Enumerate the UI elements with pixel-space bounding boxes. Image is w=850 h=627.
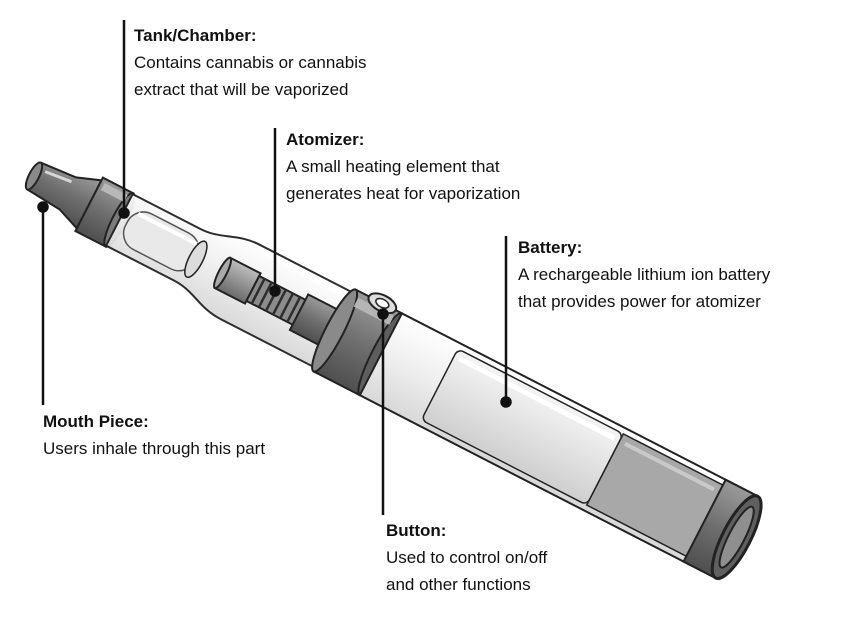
tank-chamber-title: Tank/Chamber: [134, 26, 257, 45]
button-part [367, 292, 398, 315]
battery-part [358, 312, 763, 581]
tank-chamber-callout: Tank/Chamber: Contains cannabis or canna… [134, 22, 366, 103]
battery-desc-line-2: that provides power for atomizer [518, 292, 761, 311]
atomizer-callout: Atomizer: A small heating element that g… [286, 126, 520, 207]
button-desc-line-2: and other functions [386, 575, 531, 594]
atomizer-title: Atomizer: [286, 130, 365, 149]
battery-callout: Battery: A rechargeable lithium ion batt… [518, 234, 770, 315]
mouthpiece-leader-line [37, 201, 49, 405]
mouth-piece-title: Mouth Piece: [43, 412, 149, 431]
mouth-piece-callout: Mouth Piece: Users inhale through this p… [43, 408, 265, 462]
atomizer-desc-line-2: generates heat for vaporization [286, 184, 521, 203]
button-leader-line [377, 308, 389, 515]
battery-title: Battery: [518, 238, 583, 257]
atomizer-leader-line [269, 128, 281, 297]
leader-lines [37, 20, 512, 515]
atomizer-desc-line-1: A small heating element that [286, 157, 500, 176]
battery-desc-line-1: A rechargeable lithium ion battery [518, 265, 771, 284]
battery-leader-line [500, 236, 512, 408]
mouth-piece-desc-line-1: Users inhale through this part [43, 439, 266, 458]
button-callout: Button: Used to control on/off and other… [386, 517, 547, 598]
tank-leader-line [118, 20, 130, 219]
button-title: Button: [386, 521, 447, 540]
button-desc-line-1: Used to control on/off [386, 548, 548, 567]
tank-chamber-desc-line-1: Contains cannabis or cannabis [134, 53, 367, 72]
tank-chamber-desc-line-2: extract that will be vaporized [134, 80, 349, 99]
